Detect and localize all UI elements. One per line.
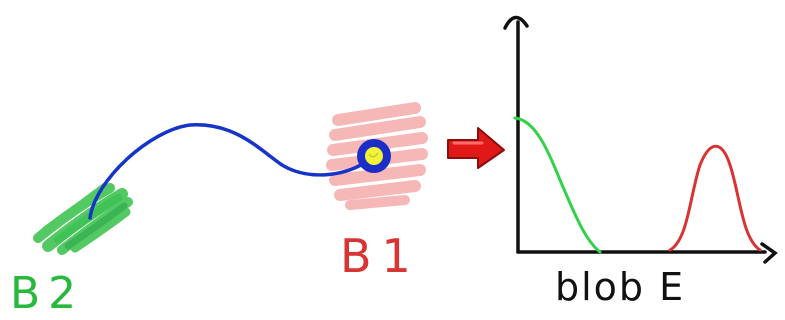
- plot-axes: [505, 17, 775, 262]
- b1-energy-curve: [670, 146, 760, 250]
- x-axis-label: blob E: [555, 265, 685, 309]
- b2-blob: [38, 186, 128, 250]
- b2-energy-curve: [515, 118, 600, 252]
- b1-ring: [357, 139, 391, 173]
- label-b2: B2: [10, 268, 84, 319]
- y-axis-arrowhead: [505, 17, 527, 28]
- label-b1: B1: [340, 229, 421, 283]
- right-arrow-icon: [448, 128, 504, 168]
